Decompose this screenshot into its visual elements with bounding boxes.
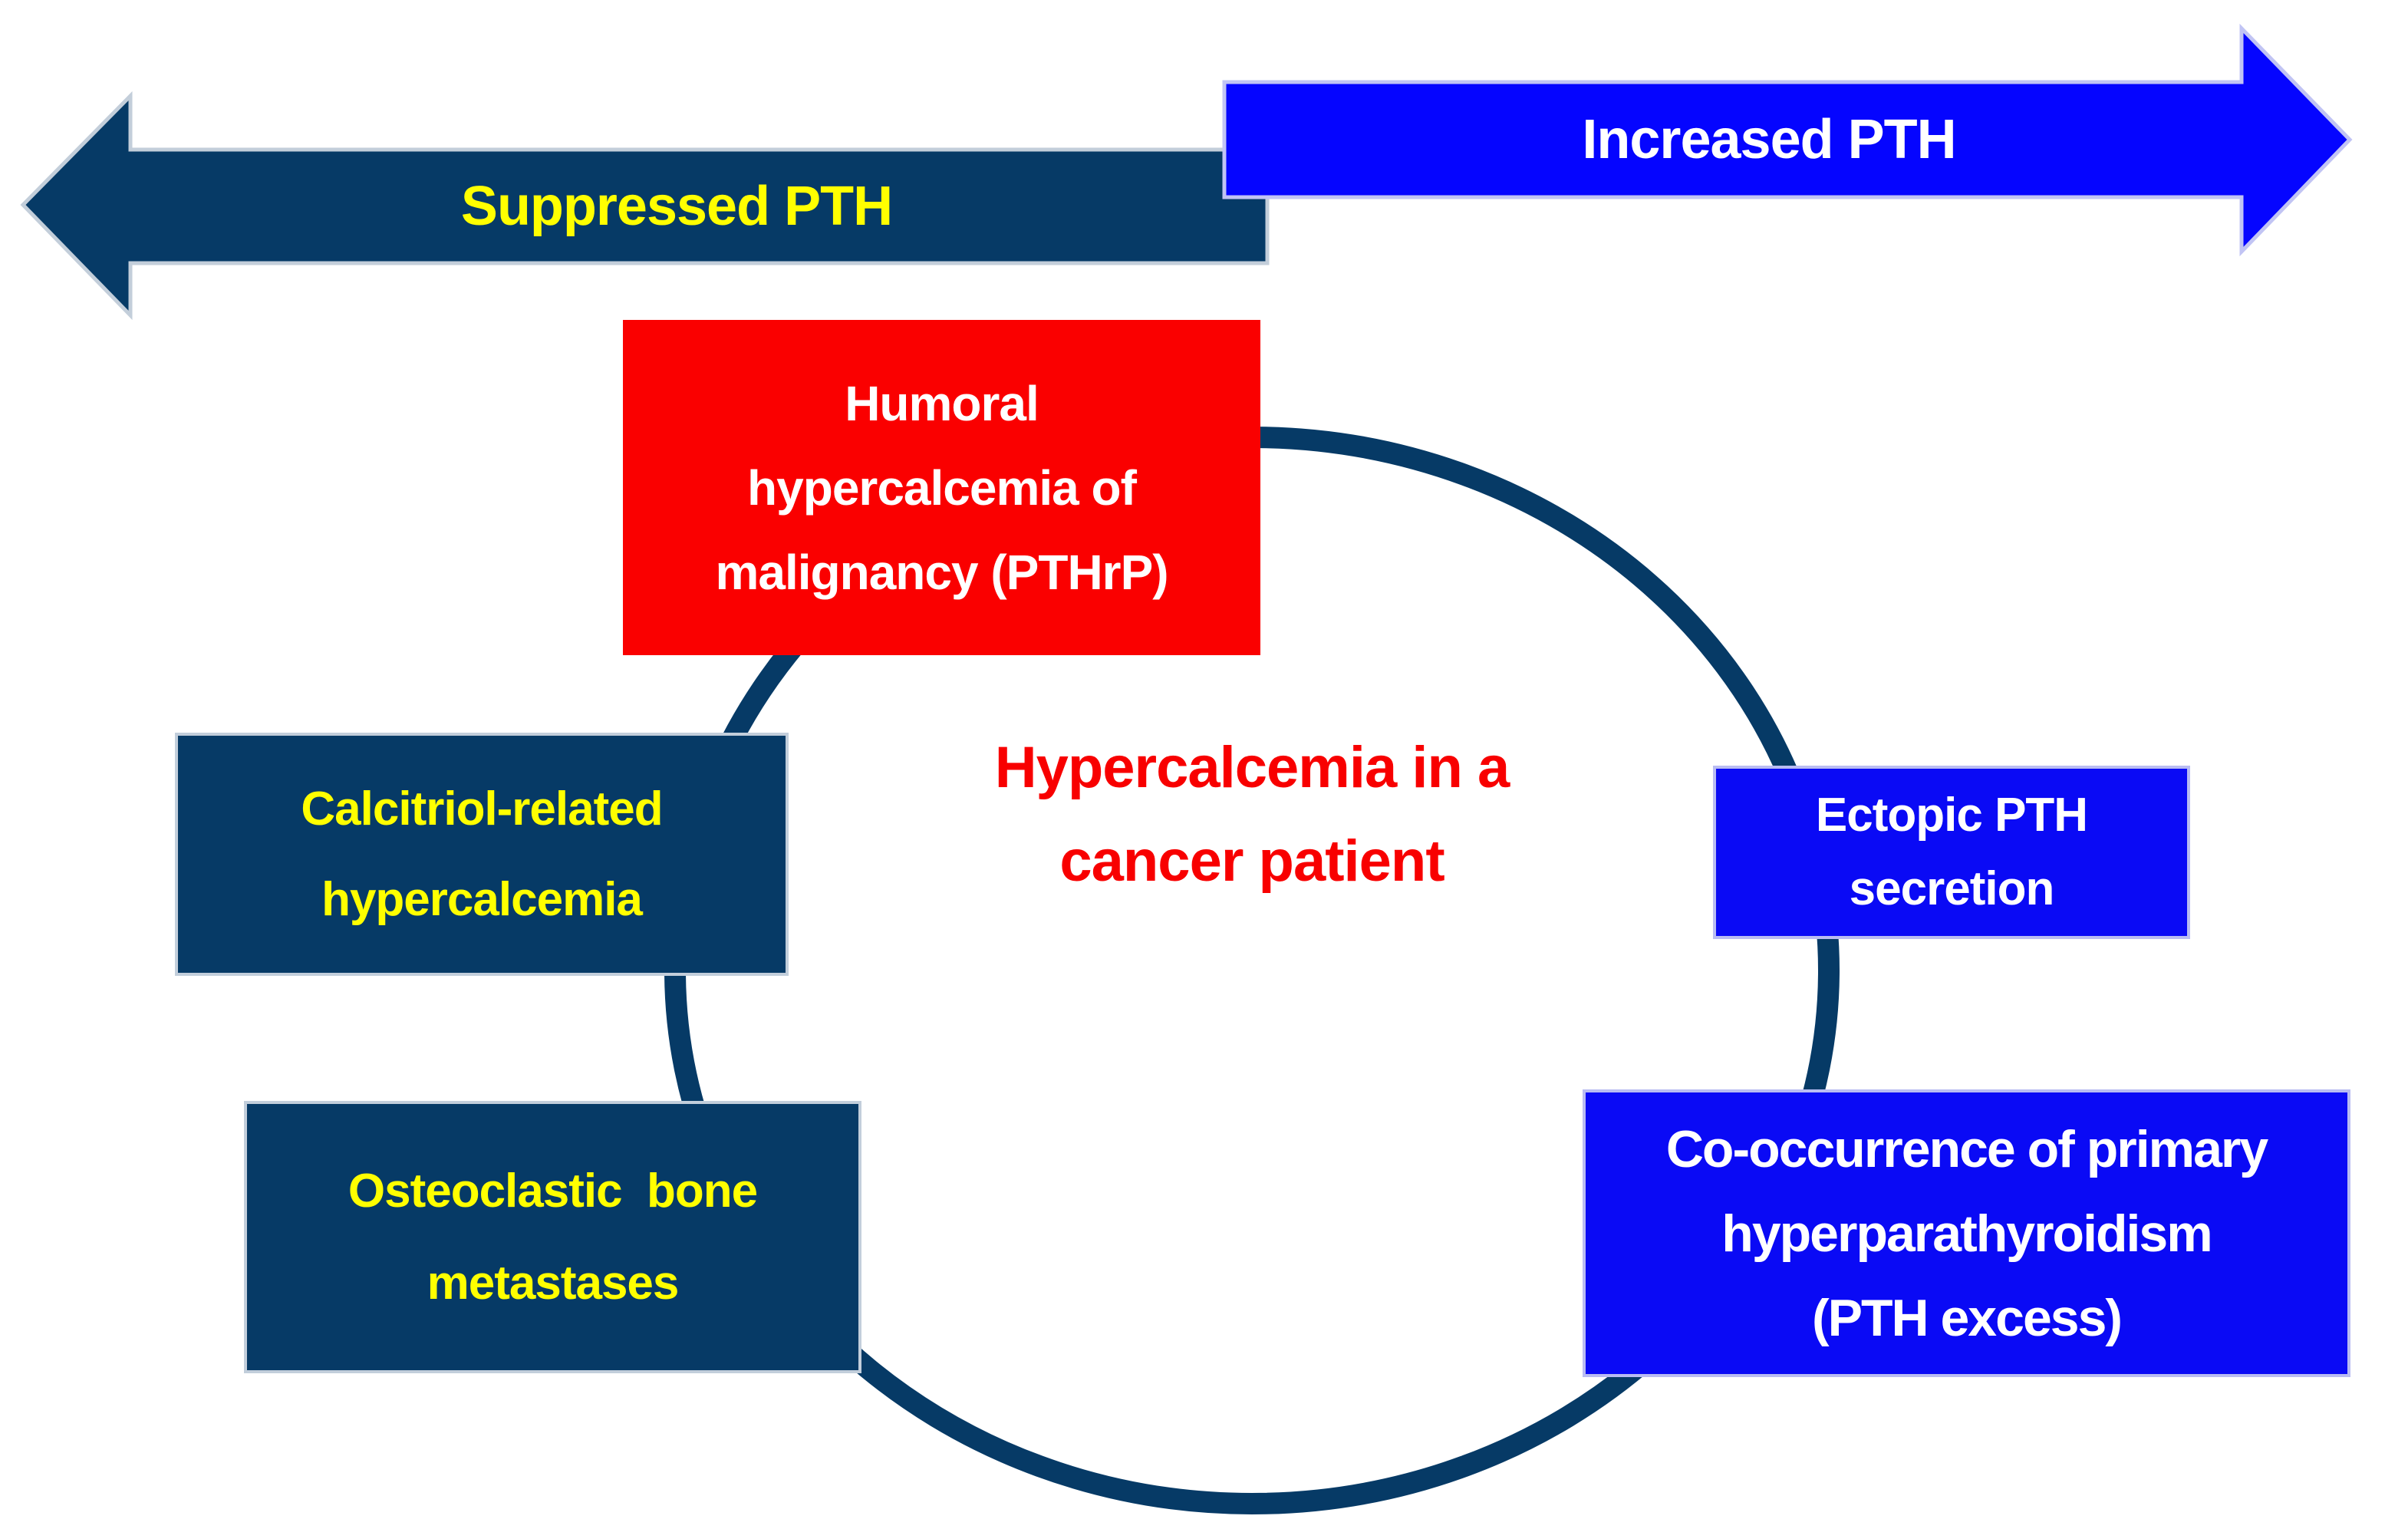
humoral-line-2: hypercalcemia of <box>747 460 1137 516</box>
suppressed-pth-arrow-label: Suppressed PTH <box>460 176 893 237</box>
cooccurrence-line-1: Co-occurrence of primary <box>1665 1119 2268 1178</box>
ectopic-line-1: Ectopic PTH <box>1815 789 2088 842</box>
osteoclastic-line-1: Osteoclastic bone <box>348 1164 758 1218</box>
calcitriol-line-1: Calcitriol-related <box>301 782 663 835</box>
center-caption-line-1: Hypercalcemia in a <box>994 735 1510 800</box>
increased-pth-arrow-shape <box>1222 23 2353 257</box>
humoral-line-3: malignancy (PTHrP) <box>715 544 1168 600</box>
calcitriol-line-2: hypercalcemia <box>321 872 643 926</box>
humoral-hypercalcemia-box: Humoral hypercalcemia of malignancy (PTH… <box>623 320 1260 655</box>
cooccurrence-line-2: hyperparathyroidism <box>1721 1204 2212 1263</box>
ectopic-pth-secretion-box: Ectopic PTH secretion <box>1713 766 2190 939</box>
center-caption: Hypercalcemia in a cancer patient <box>868 721 1636 908</box>
humoral-line-1: Humoral <box>845 375 1039 431</box>
osteoclastic-line-2: metastases <box>427 1256 680 1310</box>
suppressed-pth-arrow-shape <box>20 91 1270 321</box>
center-caption-line-2: cancer patient <box>1059 829 1444 894</box>
calcitriol-related-box: Calcitriol-related hypercalcemia <box>175 733 789 976</box>
cooccurrence-line-3: (PTH excess) <box>1811 1288 2123 1347</box>
osteoclastic-bone-metastases-box: Osteoclastic bone metastases <box>244 1101 861 1373</box>
increased-pth-arrow-label: Increased PTH <box>1582 109 1956 170</box>
cooccurrence-hyperparathyroidism-box: Co-occurrence of primary hyperparathyroi… <box>1583 1089 2350 1377</box>
ectopic-line-2: secretion <box>1849 862 2055 915</box>
